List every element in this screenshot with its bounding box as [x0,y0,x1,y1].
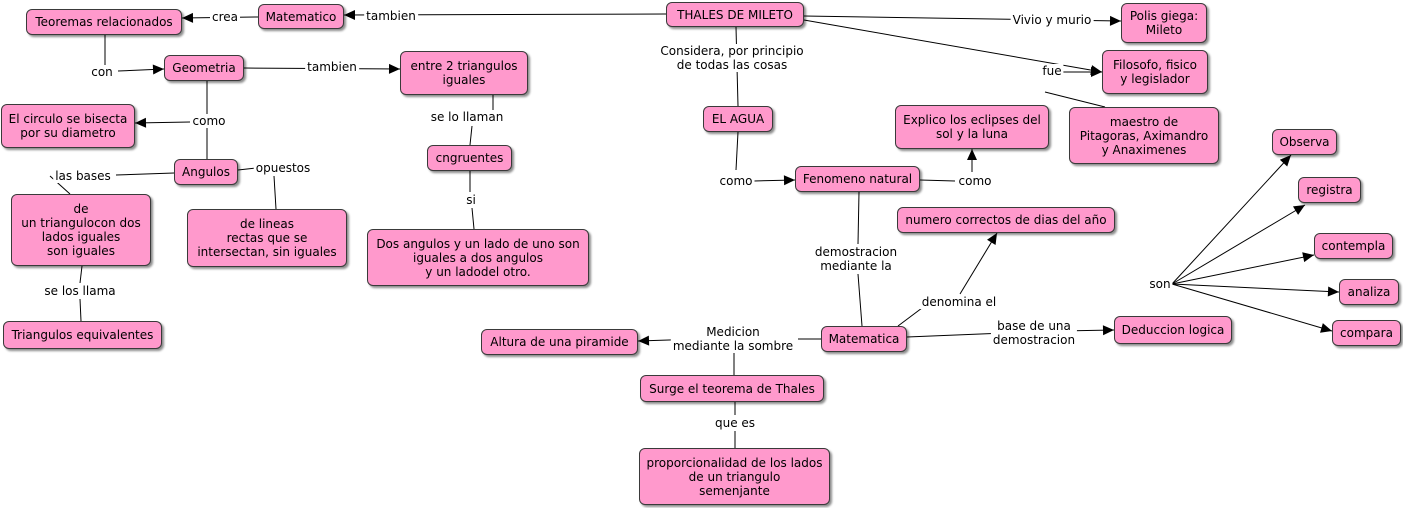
connector-line [79,265,83,284]
node-geometria[interactable]: Geometria [164,55,244,81]
label-considera: Considera, por principio de todas las co… [658,44,806,72]
node-entre-2-triangulos[interactable]: entre 2 triangulos iguales [400,51,528,95]
arrowhead-icon [135,117,147,128]
arrowhead-icon [1327,286,1339,297]
label-denomina-el: denomina el [919,295,999,309]
node-circulo-bisecta[interactable]: El circulo se bisecta por su diametro [1,104,135,148]
node-polis-griega[interactable]: Polis giega: Mileto [1121,3,1207,43]
node-el-agua[interactable]: EL AGUA [703,106,773,132]
connector-line [857,273,863,327]
label-fue: fue [1040,64,1064,78]
node-deduccion-logica[interactable]: Deduccion logica [1114,316,1232,344]
node-proporcionalidad[interactable]: proporcionalidad de los lados de un tria… [639,448,830,505]
label-las-bases: las bases [53,169,113,183]
node-maestro[interactable]: maestro de Pitagoras, Aximandro y Anaxim… [1069,107,1219,164]
node-observa[interactable]: Observa [1272,129,1337,155]
connector-line [1171,254,1315,285]
label-opuestos: opuestos [253,161,313,175]
label-demostracion: demostracion mediante la [812,245,900,273]
label-que-es: que es [712,416,758,430]
connector-line [857,191,860,245]
node-eclipses[interactable]: Explico los eclipses del sol y la luna [895,105,1049,149]
label-como-eclipses: como [956,174,994,188]
node-angulos[interactable]: Angulos [174,159,238,185]
node-teoremas-relacionados[interactable]: Teoremas relacionados [26,9,182,35]
arrowhead-icon [987,233,997,245]
arrowhead-icon [152,64,164,75]
arrowhead-icon [783,175,795,186]
connector-line [469,125,473,146]
connector-line [919,179,956,182]
arrowhead-icon [1320,323,1332,333]
connector-line [803,19,1103,73]
node-base-triangulo-iguales[interactable]: de un triangulocon dos lados iguales son… [11,194,151,266]
connector-line [237,167,257,171]
label-si: si [464,193,478,207]
arrowhead-icon [967,149,977,160]
node-filosofo[interactable]: Filosofo, fisico y legislador [1102,50,1208,94]
label-como-geometria: como [190,114,228,128]
arrowhead-icon [182,12,194,23]
connector-line [1171,283,1333,332]
label-se-lo-llaman: se lo llaman [428,110,506,124]
arrowhead-icon [1302,252,1314,263]
connector-line [959,232,998,295]
node-analiza[interactable]: analiza [1339,279,1399,305]
connector-line [471,207,475,230]
node-matematico[interactable]: Matematico [258,4,344,29]
label-vivio-y-murio: Vivio y murio [1010,13,1094,27]
node-lineas-rectas[interactable]: de lineas rectas que se intersectan, sin… [187,209,347,267]
connector-line [115,172,175,176]
node-fenomeno-natural[interactable]: Fenomeno natural [795,166,920,192]
node-dias-del-ano[interactable]: numero correctos de dias del año [897,207,1115,233]
connector-line [906,332,1006,338]
arrowhead-icon [388,63,400,74]
connector-line [735,131,739,171]
label-como-agua: como [717,174,755,188]
connector-line [273,175,277,210]
connector-line [1171,204,1306,285]
node-dos-angulos-lado[interactable]: Dos angulos y un lado de uno son iguales… [367,229,589,286]
label-tambien-matematico: tambien [364,9,418,23]
connector-line [1171,154,1292,285]
arrowhead-icon [1279,155,1291,167]
label-con: con [89,65,115,79]
node-altura-piramide[interactable]: Altura de una piramide [481,329,638,355]
label-tambien-geometria: tambien [305,60,359,74]
node-thales-de-mileto[interactable]: THALES DE MILETO [666,2,804,27]
arrowhead-icon [1109,15,1121,26]
label-se-los-llama: se los llama [42,284,118,298]
arrowhead-icon [1091,67,1102,77]
node-cngruentes[interactable]: cngruentes [427,145,512,171]
node-triangulos-equivalentes[interactable]: Triangulos equivalentes [3,321,162,349]
connector-line [79,298,82,322]
label-crea: crea [209,10,241,24]
node-compara[interactable]: compara [1332,320,1401,346]
arrowhead-icon [344,9,356,20]
label-medicion: Medicion mediante la sombre [670,325,796,353]
node-registra[interactable]: registra [1298,177,1361,203]
connector-line [1171,283,1340,293]
node-teorema-thales[interactable]: Surge el teorema de Thales [640,375,824,402]
node-contempla[interactable]: contempla [1314,233,1393,259]
label-base-de-una-demostracion: base de una demostracion [990,319,1078,347]
arrowhead-icon [1102,325,1114,336]
arrowhead-icon [1292,205,1305,215]
label-son: son [1147,277,1173,291]
connector-line [1044,91,1106,108]
arrowhead-icon [638,335,650,346]
node-matematica[interactable]: Matematica [821,326,907,352]
